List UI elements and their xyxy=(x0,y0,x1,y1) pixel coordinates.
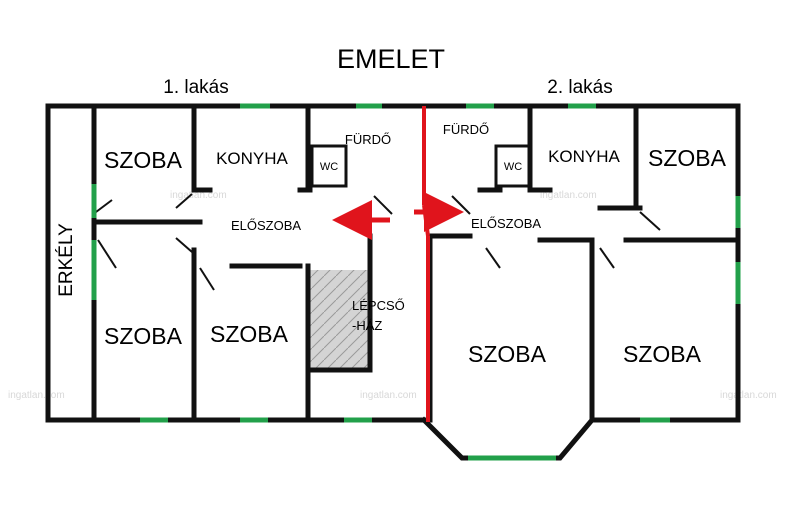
watermark-text: ingatlan.com xyxy=(170,190,227,201)
room-label-szoba: SZOBA xyxy=(104,147,183,173)
room-label-wc: WC xyxy=(320,161,338,173)
room-label-szoba: SZOBA xyxy=(623,341,702,367)
room-label-furdo: FÜRDŐ xyxy=(345,132,391,147)
room-label-furdo: FÜRDŐ xyxy=(443,122,489,137)
room-label-szoba: SZOBA xyxy=(468,341,547,367)
room-label-lepcsohaz: LÉPCSŐ xyxy=(352,298,405,313)
windows xyxy=(91,103,741,461)
room-label-szoba: SZOBA xyxy=(648,145,727,171)
apartment-1-label: 1. lakás xyxy=(163,77,228,98)
room-label-lepcsohaz-cont: -HÁZ xyxy=(352,318,382,333)
entry-arrows xyxy=(332,192,464,240)
plan-title: EMELET xyxy=(337,44,445,74)
apartment-2-label: 2. lakás xyxy=(547,77,612,98)
room-label-erkely: ERKÉLY xyxy=(56,223,77,297)
room-label-eloszoba: ELŐSZOBA xyxy=(231,218,301,233)
room-label-szoba: SZOBA xyxy=(210,321,289,347)
watermarks: ingatlan.com ingatlan.com ingatlan.com i… xyxy=(8,190,777,401)
watermark-text: ingatlan.com xyxy=(360,390,417,401)
room-label-konyha: KONYHA xyxy=(548,147,620,166)
room-label-szoba: SZOBA xyxy=(104,323,183,349)
apartment-divider xyxy=(422,106,430,422)
watermark-text: ingatlan.com xyxy=(540,190,597,201)
room-label-eloszoba: ELŐSZOBA xyxy=(471,216,541,231)
room-label-wc: WC xyxy=(504,161,522,173)
watermark-text: ingatlan.com xyxy=(720,390,777,401)
staircase-steps xyxy=(308,270,368,370)
watermark-text: ingatlan.com xyxy=(8,390,65,401)
room-label-konyha: KONYHA xyxy=(216,149,288,168)
